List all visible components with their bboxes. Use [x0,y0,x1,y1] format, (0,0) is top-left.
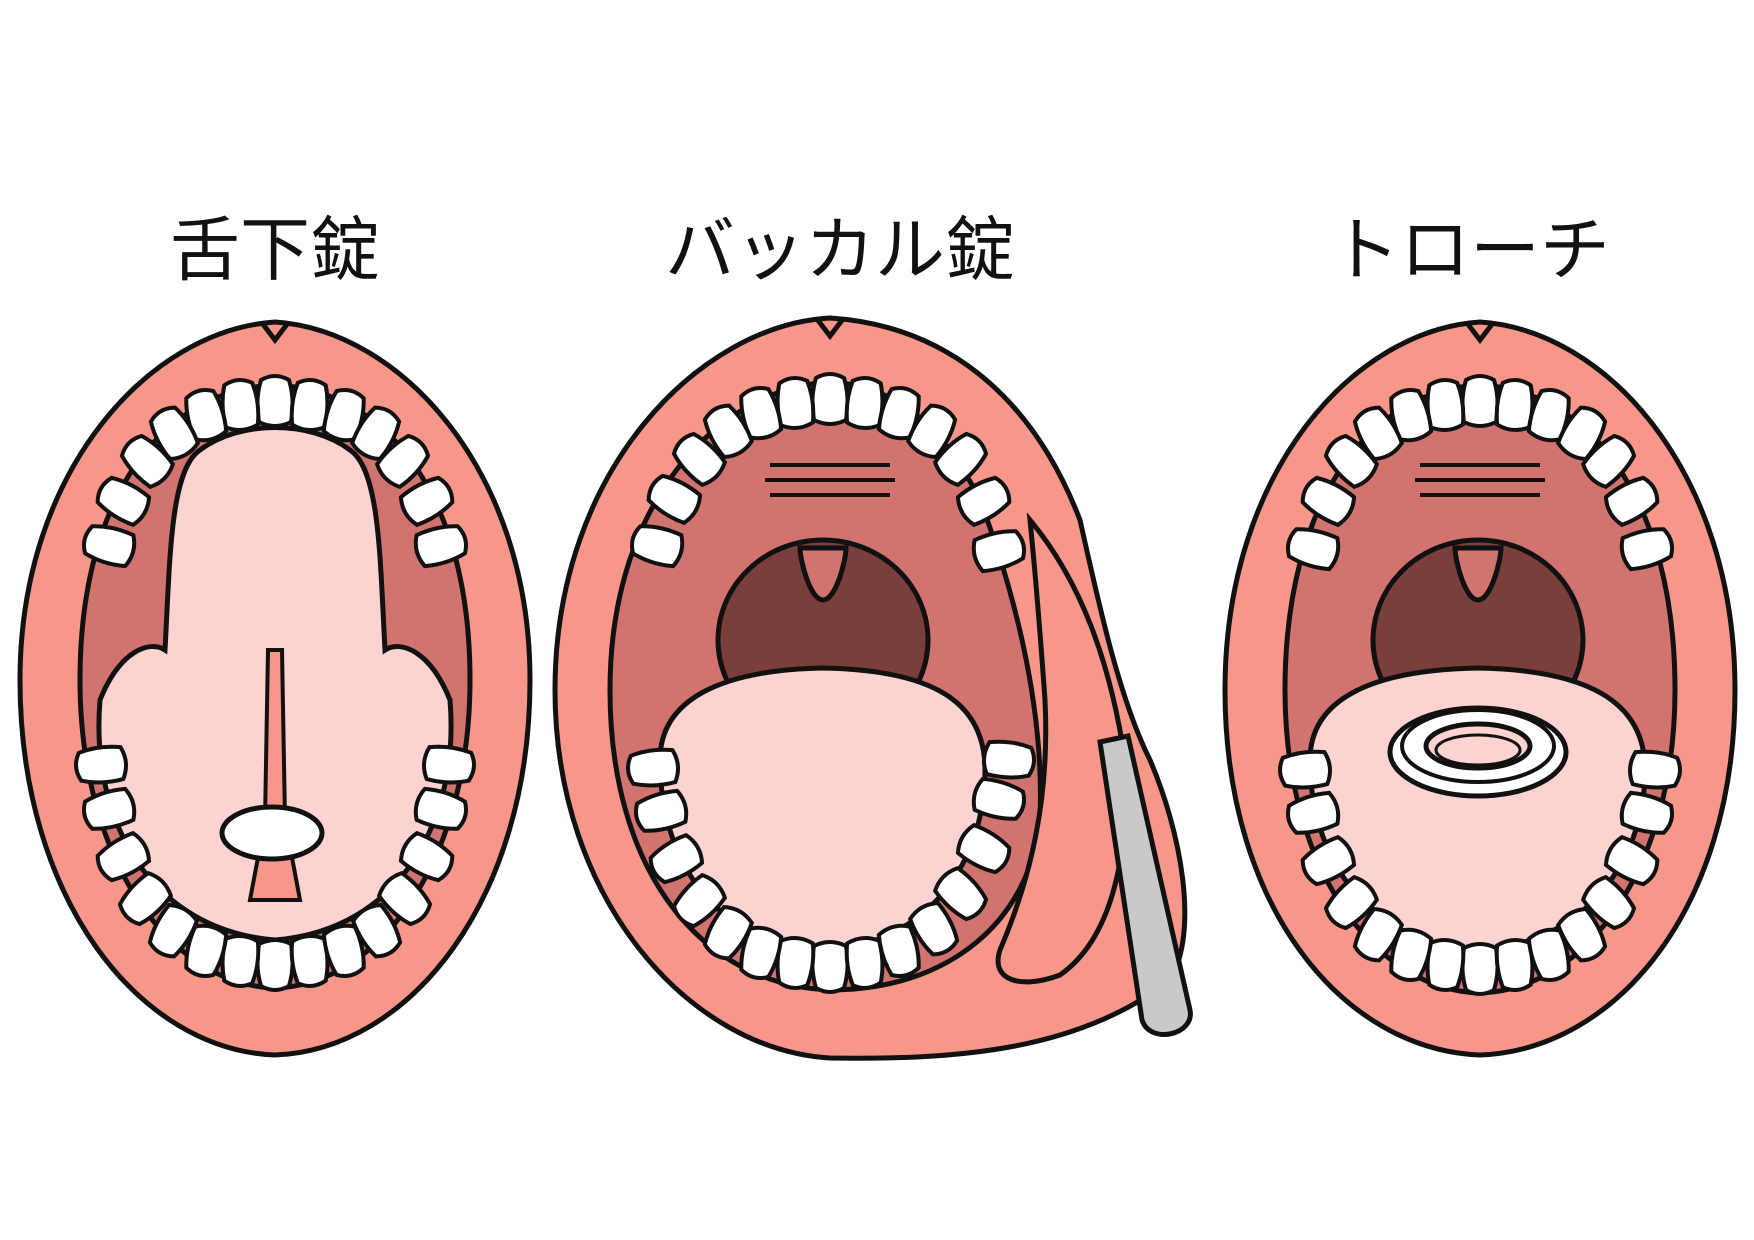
label-sublingual-tablet: 舌下錠 [170,209,380,291]
cheek-fold [995,512,1129,985]
uvula [1452,545,1504,603]
uvula [797,545,849,603]
mouth-buccal [552,315,1193,1061]
lip-notch [815,317,845,341]
mouth-sublingual [17,319,533,1058]
lozenge-ring-icon [1387,705,1569,799]
lip-notch [1465,321,1495,345]
label-buccal-tablet: バッカル錠 [665,209,1015,291]
applicator-stick-icon [1097,733,1193,1037]
palate-lines [765,463,895,497]
mouth-troche [1222,319,1738,1058]
label-troche: トローチ [1330,209,1610,291]
tablet-icon [219,804,325,862]
palate-lines [1415,463,1545,497]
lip-notch [260,321,290,345]
